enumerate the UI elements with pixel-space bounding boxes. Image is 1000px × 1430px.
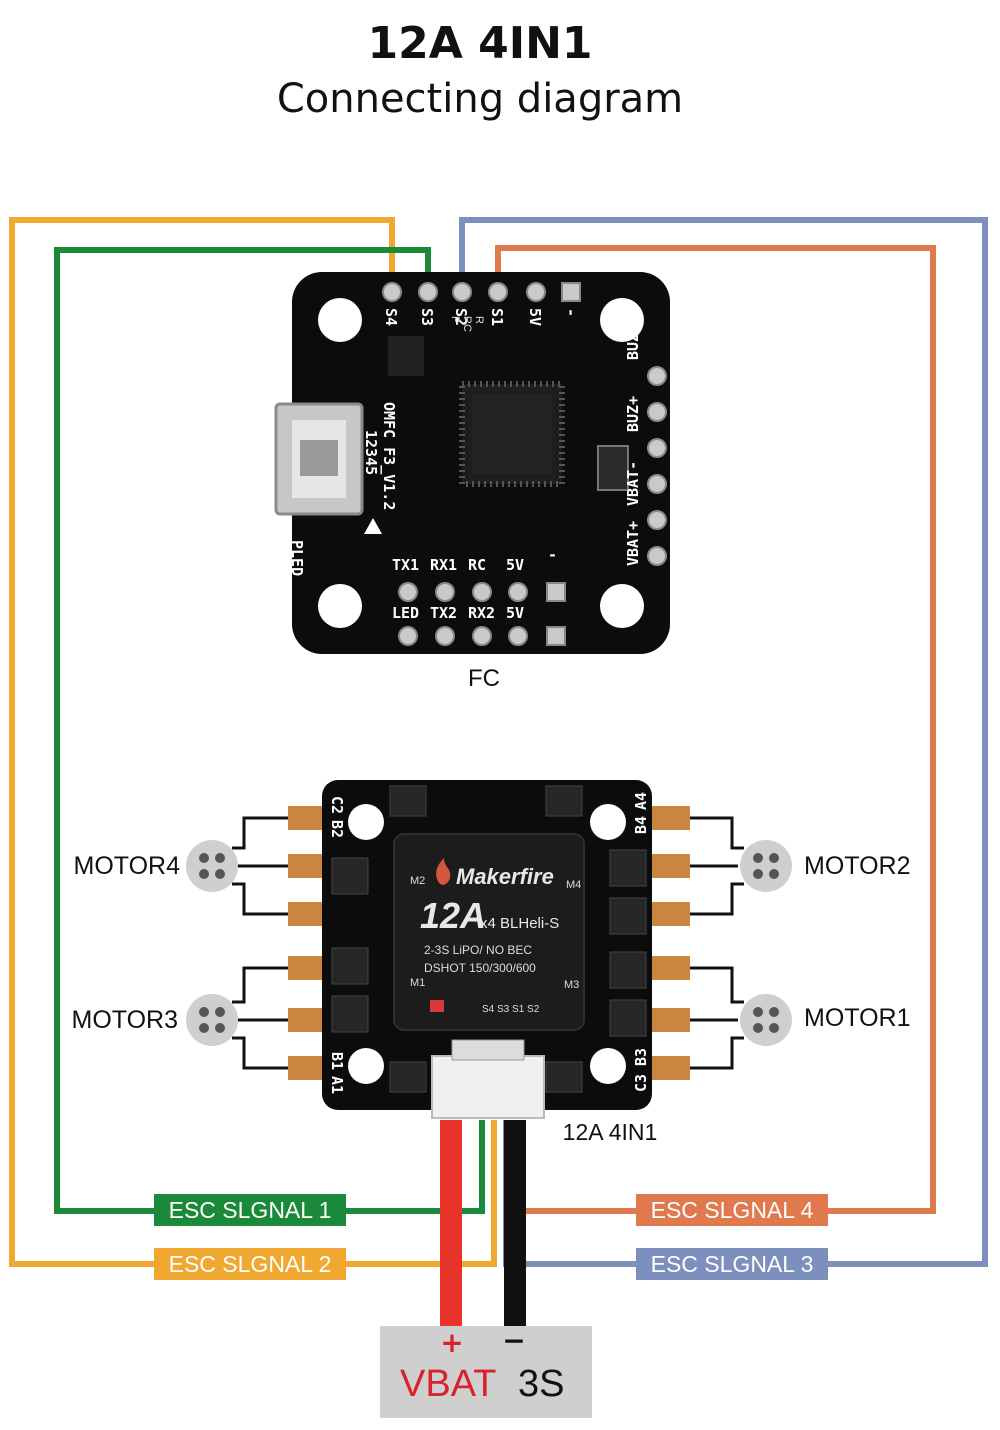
fc-bottom-5v: 5V: [506, 556, 524, 574]
flame-icon: [436, 858, 451, 885]
esc-label-b1: B1: [328, 1052, 346, 1070]
fc-pin-5v: 5V: [526, 308, 544, 326]
power-wire-positive: [440, 1120, 462, 1340]
vbat-3s-label: 3S: [518, 1363, 564, 1405]
esc-signal-3-label: ESC SLGNAL 3: [651, 1251, 814, 1277]
esc-label-a4: A4: [632, 792, 650, 810]
fc-top-pads: [382, 282, 581, 302]
fc-sub-rc: RC: [461, 316, 473, 332]
fc-bottom-pads-row2: [398, 626, 566, 646]
esc-caption: 12A 4IN1: [563, 1119, 658, 1145]
fc-right-pads: [647, 366, 667, 566]
fc-bottom-rx1: RX1: [430, 556, 457, 574]
motor-icons: [186, 840, 792, 1046]
esc-label-a1: A1: [328, 1076, 346, 1094]
fc-board: S4 S3 S2 S1 5V - R RC P OMFC F3_V1.2 123…: [274, 272, 670, 654]
esc-label-b3: B3: [632, 1048, 650, 1066]
fc-mount-hole-br: [600, 584, 644, 628]
battery: + − VBAT 3S: [380, 1324, 592, 1418]
fc-bottom-rx2: RX2: [468, 604, 495, 622]
fc-small-chip: [388, 336, 424, 376]
fc-bottom-gnd: -: [548, 546, 557, 564]
motor3-icon: [186, 994, 238, 1046]
esc-model: 12A: [420, 895, 486, 936]
battery-box: [380, 1326, 592, 1418]
power-wires: [440, 1120, 526, 1340]
wire-esc-signal-2: [9, 217, 497, 1267]
fc-bottom-tx2: TX2: [430, 604, 457, 622]
esc-label-b2: B2: [328, 820, 346, 838]
esc-mount-hole-tr: [590, 804, 626, 840]
esc-signal-1-label: ESC SLGNAL 1: [169, 1197, 332, 1223]
esc-mount-hole-tl: [348, 804, 384, 840]
esc-red-marker: [430, 1000, 444, 1012]
fc-pin-gnd: -: [562, 308, 580, 317]
esc-brand: Makerfire: [456, 864, 554, 889]
esc-label-c3: C3: [632, 1074, 650, 1092]
esc-mount-hole-br: [590, 1048, 626, 1084]
motor1-label: MOTOR1: [804, 1004, 911, 1032]
motor3-label: MOTOR3: [72, 1006, 179, 1034]
fc-pin-s3: S3: [418, 308, 436, 326]
title-line1: 12A 4IN1: [367, 18, 592, 69]
fc-bottom-led: LED: [392, 604, 419, 622]
motor-wires: [232, 816, 744, 1070]
esc-spec-2: DSHOT 150/300/600: [424, 961, 536, 975]
esc-right-pads: [646, 806, 690, 1080]
esc-mount-hole-bl: [348, 1048, 384, 1084]
fc-pin-buz-minus: BUZ-: [624, 324, 642, 360]
fc-sub-p: P: [449, 316, 461, 323]
esc-board: Makerfire 12A x4 BLHeli-S 2-3S LiPO/ NO …: [288, 780, 690, 1119]
fc-board-name: OMFC F3_V1.2: [380, 402, 398, 510]
esc-spec-1: 2-3S LiPO/ NO BEC: [424, 943, 532, 957]
esc-signal-pads: S4 S3 S1 S2: [482, 1004, 540, 1015]
fc-bottom-5v-2: 5V: [506, 604, 524, 622]
esc-signal-labels: ESC SLGNAL 1 ESC SLGNAL 2 ESC SLGNAL 4 E…: [154, 1194, 828, 1280]
fc-pled: PLED: [288, 540, 306, 576]
esc-pad-m1: M1: [410, 977, 425, 989]
esc-label-c2: C2: [328, 796, 346, 814]
esc-pad-m3: M3: [564, 979, 579, 991]
fc-pin-buz-plus: BUZ+: [624, 396, 642, 432]
fc-mount-hole-tr: [600, 298, 644, 342]
fc-mount-hole-tl: [318, 298, 362, 342]
fc-pin-s4: S4: [382, 308, 400, 326]
fc-side-numbers: 12345: [362, 430, 380, 475]
fc-pin-vbat-plus: VBAT+: [624, 521, 642, 566]
motor2-icon: [740, 840, 792, 892]
wire-esc-signal-1: [54, 247, 485, 1214]
fc-pin-vbat-minus: VBAT-: [624, 461, 642, 506]
motor4-icon: [186, 840, 238, 892]
vbat-label: VBAT: [400, 1363, 496, 1405]
power-wire-negative: [504, 1120, 526, 1340]
fc-bottom-rc: RC: [468, 556, 486, 574]
motor1-icon: [740, 994, 792, 1046]
fc-bottom-tx1: TX1: [392, 556, 419, 574]
esc-signal-2-label: ESC SLGNAL 2: [169, 1251, 332, 1277]
fc-bottom-pads-row1: [398, 582, 566, 602]
esc-mosfets: [331, 785, 647, 1093]
fc-pin-s1: S1: [488, 308, 506, 326]
esc-connector: [431, 1055, 545, 1119]
fc-sub-r: R: [473, 316, 485, 324]
esc-pad-m2: M2: [410, 875, 425, 887]
title-line2: Connecting diagram: [277, 76, 683, 122]
battery-plus: +: [440, 1326, 463, 1359]
fc-caption: FC: [468, 665, 500, 692]
esc-label-b4: B4: [632, 816, 650, 834]
motor4-label: MOTOR4: [74, 852, 181, 880]
esc-pad-m4: M4: [566, 879, 581, 891]
motor2-label: MOTOR2: [804, 852, 911, 880]
esc-model-suffix: x4 BLHeli-S: [480, 915, 559, 932]
esc-signal-4-label: ESC SLGNAL 4: [651, 1197, 814, 1223]
fc-pin-s2: S2: [452, 308, 470, 326]
battery-minus: −: [502, 1324, 525, 1357]
fc-mount-hole-bl: [318, 584, 362, 628]
fc-arrow-marker: [364, 518, 382, 534]
